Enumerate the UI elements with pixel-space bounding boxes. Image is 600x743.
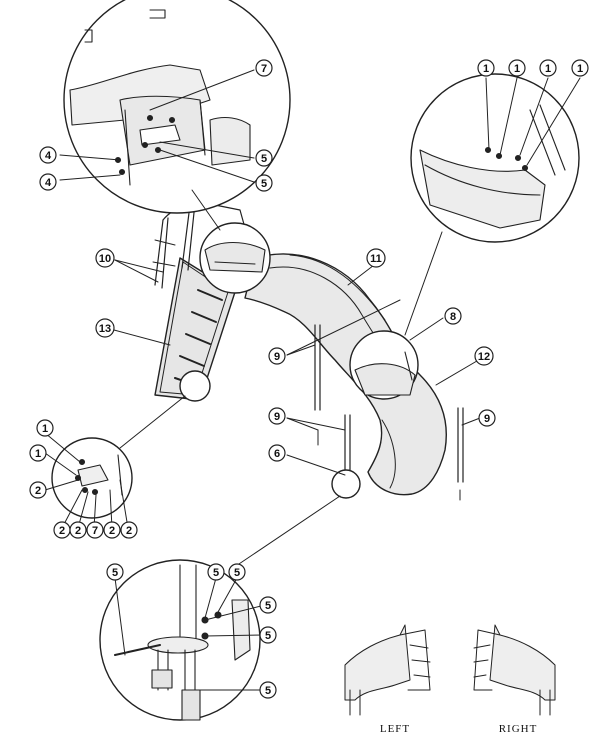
inset-left-orientation <box>344 624 431 716</box>
caption-right: RIGHT <box>499 723 538 735</box>
svg-text:11: 11 <box>370 253 382 265</box>
svg-text:9: 9 <box>274 411 280 423</box>
svg-text:10: 10 <box>99 253 111 265</box>
callout-2-d: 2 <box>103 521 121 539</box>
svg-text:5: 5 <box>213 567 219 579</box>
svg-text:1: 1 <box>545 63 551 75</box>
svg-text:5: 5 <box>265 600 271 612</box>
svg-text:1: 1 <box>514 63 520 75</box>
svg-text:7: 7 <box>261 63 267 75</box>
svg-text:2: 2 <box>59 525 65 537</box>
svg-text:5: 5 <box>261 153 267 165</box>
leader-lines <box>44 69 581 691</box>
callout-5-a: 5 <box>255 149 273 167</box>
callout-7-b: 7 <box>86 521 104 539</box>
callout-2-e: 2 <box>120 521 138 539</box>
callout-5-d: 5 <box>207 563 225 581</box>
callouts: 7 4 4 5 5 1 1 1 1 10 11 13 8 9 12 9 9 6 … <box>29 59 589 699</box>
svg-text:2: 2 <box>126 525 132 537</box>
callout-10: 10 <box>95 248 115 268</box>
callout-5-c: 5 <box>106 563 124 581</box>
detail-middle-contents <box>354 351 416 396</box>
svg-text:8: 8 <box>450 311 456 323</box>
support-legs <box>314 324 464 501</box>
callout-1-d: 1 <box>571 59 589 77</box>
callout-6: 6 <box>268 444 286 462</box>
callout-1-c: 1 <box>539 59 557 77</box>
svg-text:5: 5 <box>261 178 267 190</box>
detail-ladder-top-contents <box>204 242 266 273</box>
callout-9-a: 9 <box>268 347 286 365</box>
svg-text:5: 5 <box>265 630 271 642</box>
callout-7-top: 7 <box>255 59 273 77</box>
inset-right-orientation <box>473 624 556 716</box>
callout-9-c: 9 <box>478 409 496 427</box>
detail-circle-ladder-foot <box>179 370 211 402</box>
callout-1-e: 1 <box>36 419 54 437</box>
detail-lower-left-contents <box>74 454 123 496</box>
svg-text:1: 1 <box>42 423 48 435</box>
callout-5-h: 5 <box>259 681 277 699</box>
detail-circle-leg-foot <box>331 469 361 499</box>
detail-top-contents <box>69 9 251 186</box>
callout-8: 8 <box>444 307 462 325</box>
svg-text:1: 1 <box>35 448 41 460</box>
callout-5-e: 5 <box>228 563 246 581</box>
svg-text:4: 4 <box>45 177 52 189</box>
callout-11: 11 <box>366 248 386 268</box>
callout-5-f: 5 <box>259 596 277 614</box>
svg-text:2: 2 <box>75 525 81 537</box>
callout-12: 12 <box>474 346 494 366</box>
callout-9-b: 9 <box>268 407 286 425</box>
svg-text:1: 1 <box>483 63 489 75</box>
callout-5-b: 5 <box>255 174 273 192</box>
svg-text:4: 4 <box>45 150 52 162</box>
svg-text:7: 7 <box>92 525 98 537</box>
callout-1-a: 1 <box>477 59 495 77</box>
callout-4-a: 4 <box>39 146 57 164</box>
svg-text:12: 12 <box>478 351 490 363</box>
callout-1-f: 1 <box>29 444 47 462</box>
callout-2-a: 2 <box>29 481 47 499</box>
callout-13: 13 <box>95 318 115 338</box>
svg-text:9: 9 <box>274 351 280 363</box>
detail-right-contents <box>419 104 566 229</box>
callout-2-b: 2 <box>53 521 71 539</box>
caption-left: LEFT <box>380 723 410 735</box>
svg-text:5: 5 <box>112 567 118 579</box>
callout-2-c: 2 <box>69 521 87 539</box>
svg-text:5: 5 <box>265 685 271 697</box>
svg-text:2: 2 <box>109 525 115 537</box>
svg-text:6: 6 <box>274 448 280 460</box>
detail-bottom-contents <box>114 564 251 721</box>
svg-text:5: 5 <box>234 567 240 579</box>
svg-text:9: 9 <box>484 413 490 425</box>
svg-text:1: 1 <box>577 63 583 75</box>
callout-4-b: 4 <box>39 173 57 191</box>
svg-text:13: 13 <box>99 323 111 335</box>
svg-text:2: 2 <box>35 485 41 497</box>
detail-connectors <box>119 189 443 571</box>
callout-1-b: 1 <box>508 59 526 77</box>
callout-5-g: 5 <box>259 626 277 644</box>
